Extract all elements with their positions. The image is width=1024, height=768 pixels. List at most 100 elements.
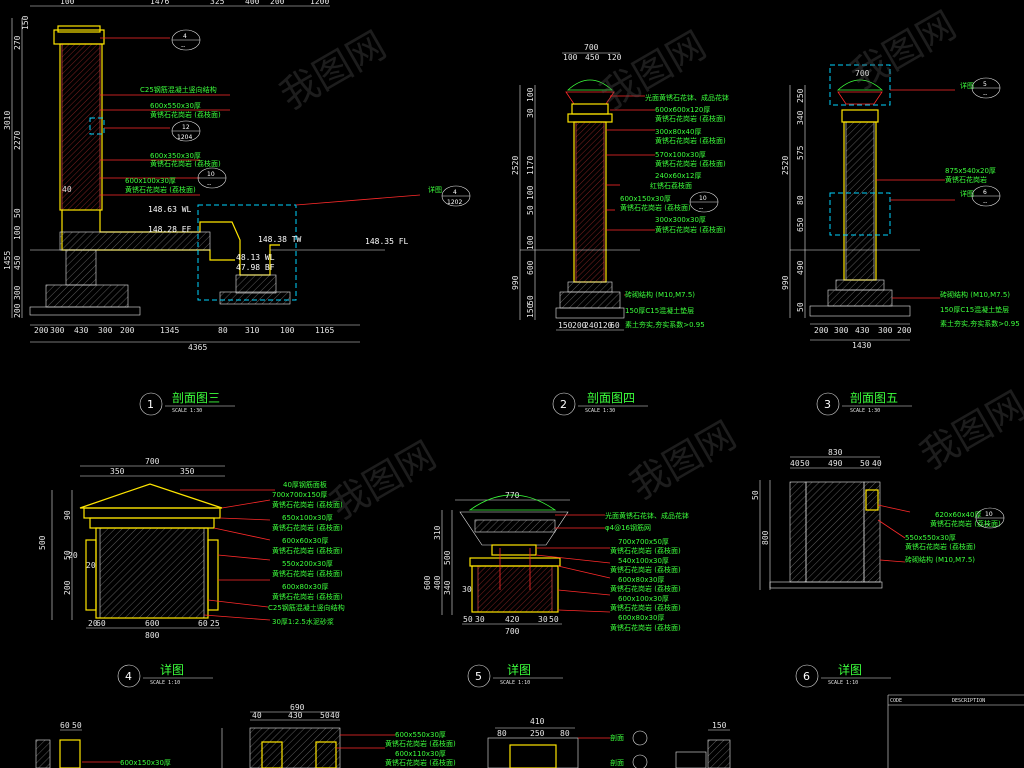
svg-text:4: 4 [125, 670, 132, 683]
elevation: 47.98 BF [236, 263, 275, 272]
dim: 400 [433, 575, 442, 590]
note: 黄锈石花岗岩 (荔枝面) [610, 603, 681, 612]
svg-text:3: 3 [824, 398, 831, 411]
svg-text:--: -- [983, 199, 987, 206]
dim: 30 [526, 108, 535, 118]
note: 剖面 [610, 758, 624, 767]
note: 详图 [960, 81, 974, 90]
svg-text:6: 6 [983, 189, 987, 196]
dim: 50 [63, 550, 72, 560]
dim: 200 [13, 303, 22, 318]
dim: 1165 [315, 326, 334, 335]
callout-bubble[interactable]: 5 -- [971, 77, 1001, 99]
callout-bubble[interactable]: 12 1204 [171, 120, 201, 142]
dim: 200 [572, 321, 587, 330]
note: 700x700x150厚 [272, 491, 327, 499]
note: 黄锈石花岗岩 (荔枝面) [655, 136, 726, 145]
dim: 60 [60, 721, 70, 730]
callout-bubble[interactable]: 4 1202 [441, 185, 471, 207]
note: 黄锈石花岗岩 (荔枝面) [385, 758, 456, 767]
dim: 430 [288, 711, 303, 720]
dim: 3010 [3, 111, 12, 130]
svg-text:SCALE 1:30: SCALE 1:30 [585, 408, 615, 414]
svg-text:--: -- [985, 521, 989, 528]
dim: 20 [86, 561, 96, 570]
dim: 40 [330, 711, 340, 720]
dim: 50 [72, 721, 82, 730]
dim: 40 [252, 711, 262, 720]
dim: 450 [13, 255, 22, 270]
callout-bubble[interactable]: 4 -- [171, 29, 201, 51]
dim: 310 [245, 326, 260, 335]
note: 600x60x30厚 [282, 537, 328, 545]
note: 黄锈石花岗岩 (荔枝面) [620, 203, 691, 212]
dim: 350 [110, 467, 125, 476]
note: 600x550x30厚 [395, 731, 446, 739]
note: 黄锈石花岗岩 (荔枝面) [150, 110, 221, 119]
note: 黄锈石花岗岩 (荔枝面) [272, 592, 343, 601]
note: 黄锈石花岗岩 (荔枝面) [150, 159, 221, 168]
dim: 1476 [150, 0, 169, 6]
dim: 430 [74, 326, 89, 335]
svg-text:详图: 详图 [160, 662, 184, 677]
svg-text:剖面图四: 剖面图四 [587, 391, 635, 405]
svg-text:剖面图五: 剖面图五 [850, 391, 898, 405]
dim: 310 [433, 525, 442, 540]
callout-bubble[interactable]: 10 -- [197, 167, 227, 189]
svg-text:SCALE 1:10: SCALE 1:10 [150, 680, 180, 686]
dim: 450 [585, 53, 600, 62]
dim: 150 [21, 15, 30, 30]
svg-text:1: 1 [147, 398, 154, 411]
dim: 2520 [781, 156, 790, 175]
svg-text:1202: 1202 [447, 199, 462, 206]
svg-text:我图网: 我图网 [323, 433, 444, 528]
note: 黄锈石花岗岩 (荔枝面) [272, 500, 343, 509]
svg-text:5: 5 [475, 670, 482, 683]
callout-bubble[interactable]: 6 -- [971, 185, 1001, 207]
dim: 30 [475, 615, 485, 624]
dim: 600 [423, 575, 432, 590]
dim: 40 [790, 459, 800, 468]
elevation: 48.13 WL [236, 253, 275, 262]
dim: 50 [751, 490, 760, 500]
note: 650x100x30厚 [282, 514, 333, 522]
dim: 50 [320, 711, 330, 720]
note: 700x700x50厚 [618, 538, 669, 546]
dim: 420 [505, 615, 520, 624]
note: 砖砌结构 (M10,M7.5) [940, 290, 1010, 299]
note: 600x100x30厚 [125, 177, 176, 185]
dim: 410 [530, 717, 545, 726]
dim: 500 [443, 550, 452, 565]
callout-bubble[interactable]: 10 -- [975, 507, 1005, 529]
dim: 700 [505, 627, 520, 636]
dim: 60 [198, 619, 208, 628]
dim: 50 [526, 205, 535, 215]
callout-bubble[interactable]: 10 -- [689, 191, 719, 213]
dim: 400 [245, 0, 260, 6]
note: 黄锈石花岗岩 (荔枝面) [655, 114, 726, 123]
dim: 200 [34, 326, 49, 335]
bottom-partial-drawings: 60 50 600x150x30厚 690 40 430 50 40 600x5… [35, 703, 731, 768]
note: 详图 [960, 189, 974, 198]
dim: 80 [796, 195, 805, 205]
dim: 700 [855, 69, 870, 78]
dim: 80 [218, 326, 228, 335]
dim: 30 [462, 585, 472, 594]
svg-text:我图网: 我图网 [843, 3, 964, 98]
dim: 120 [607, 53, 622, 62]
dim: 200 [814, 326, 829, 335]
dim: 990 [781, 275, 790, 290]
svg-text:1204: 1204 [177, 134, 192, 141]
dim: 600 [526, 260, 535, 275]
elevation: 148.63 WL [148, 205, 192, 214]
note: 砖砌结构 (M10,M7.5) [625, 290, 695, 299]
note: 黄锈石花岗岩 (荔枝面) [272, 523, 343, 532]
dim: 770 [505, 491, 520, 500]
note: 30厚1:2.5水泥砂浆 [272, 617, 334, 626]
dim: 990 [511, 275, 520, 290]
dim: 300 [13, 285, 22, 300]
dim: 100 [60, 0, 75, 6]
dim: 250 [530, 729, 545, 738]
svg-text:我图网: 我图网 [913, 383, 1024, 478]
